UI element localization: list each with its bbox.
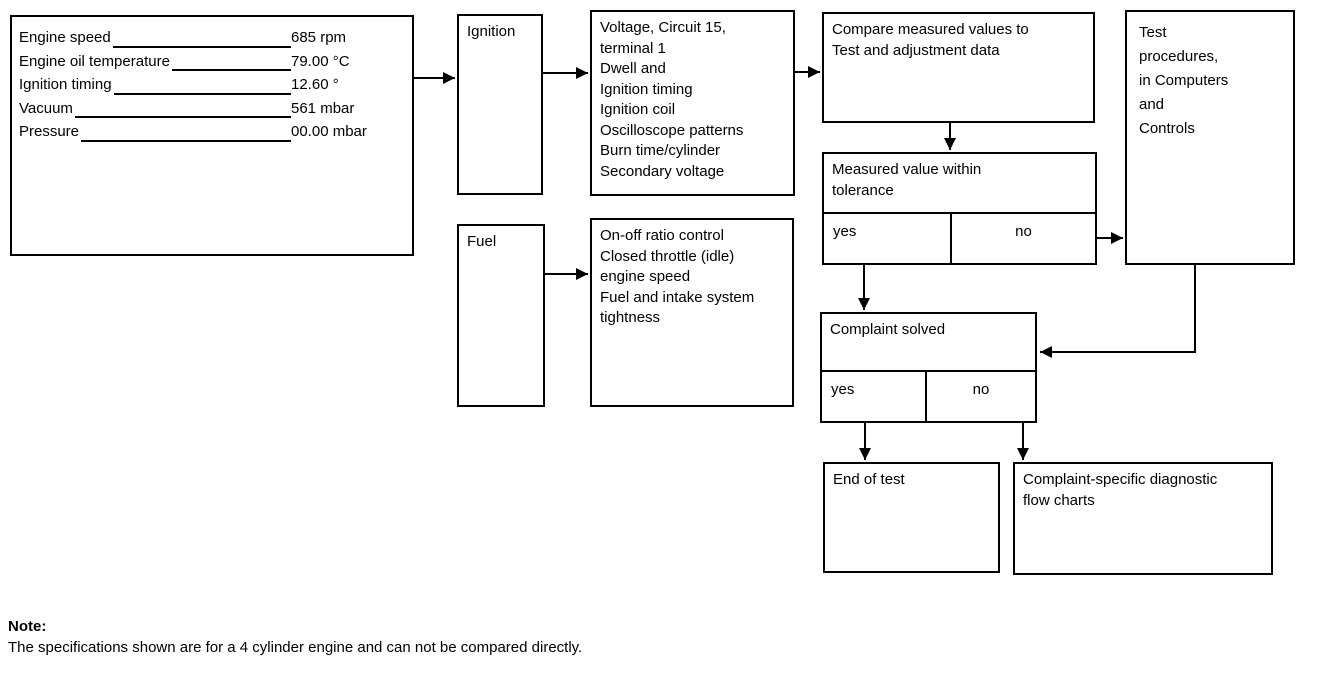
measured-no-cell: no bbox=[1015, 223, 1032, 240]
spec-label: Ignition timing bbox=[19, 76, 112, 93]
spec-value: 79.00 °C bbox=[291, 52, 350, 70]
spec-fill-line bbox=[81, 120, 291, 142]
spec-value: 00.00 mbar bbox=[291, 123, 367, 140]
diagnostic-charts-node: Complaint-specific diagnostic flow chart… bbox=[1013, 462, 1273, 575]
note-title: Note: bbox=[8, 618, 47, 635]
note-section: Note: The specifications shown are for a… bbox=[8, 616, 582, 658]
spec-label: Engine oil temperature bbox=[19, 52, 170, 70]
arrow-test-procedures-to-complaint bbox=[1040, 265, 1196, 358]
fuel-node-label: Fuel bbox=[467, 233, 497, 250]
complaint-solved-question: Complaint solved bbox=[830, 321, 946, 338]
ignition-node-label: Ignition bbox=[467, 23, 516, 40]
complaint-solved-options: yes no bbox=[822, 370, 1035, 421]
compare-values-node: Compare measured values to Test and adju… bbox=[822, 12, 1095, 123]
spec-fill-line bbox=[113, 73, 291, 95]
spec-row-ignition-timing: Ignition timing 12.60 ° bbox=[19, 73, 412, 97]
fuel-node: Fuel bbox=[457, 224, 545, 407]
fuel-checks-node: On-off ratio control Closed throttle (id… bbox=[590, 218, 794, 407]
measured-value-question: Measured value within tolerance bbox=[832, 161, 982, 199]
ignition-checks-node: Voltage, Circuit 15, terminal 1 Dwell an… bbox=[590, 10, 795, 196]
measured-value-options: yes no bbox=[824, 212, 1095, 263]
measured-yes-cell: yes bbox=[824, 214, 952, 263]
spec-fill-line bbox=[171, 50, 291, 71]
spec-row-vacuum: Vacuum 561 mbar bbox=[19, 97, 412, 121]
complaint-yes-cell: yes bbox=[822, 372, 927, 421]
spec-value: 561 mbar bbox=[291, 99, 355, 117]
spec-label: Pressure bbox=[19, 123, 80, 140]
engine-specs-box: Engine speed 685 rpm Engine oil temperat… bbox=[10, 15, 414, 256]
spec-fill-line bbox=[74, 97, 291, 118]
test-procedures-node: Test procedures, in Computers and Contro… bbox=[1125, 10, 1295, 265]
spec-label: Engine speed bbox=[19, 29, 111, 46]
spec-row-engine-speed: Engine speed 685 rpm bbox=[19, 26, 412, 50]
measured-value-decision: Measured value within tolerance yes no bbox=[822, 152, 1097, 265]
spec-label: Vacuum bbox=[19, 99, 73, 117]
spec-fill-line bbox=[112, 26, 291, 48]
spec-row-oil-temperature: Engine oil temperature 79.00 °C bbox=[19, 50, 412, 74]
note-text: The specifications shown are for a 4 cyl… bbox=[8, 639, 583, 656]
spec-value: 12.60 ° bbox=[291, 76, 339, 93]
spec-row-pressure: Pressure 00.00 mbar bbox=[19, 120, 412, 144]
complaint-no-cell: no bbox=[972, 381, 990, 398]
complaint-solved-decision: Complaint solved yes no bbox=[820, 312, 1037, 423]
end-of-test-node: End of test bbox=[823, 462, 1000, 573]
ignition-node: Ignition bbox=[457, 14, 543, 195]
spec-value: 685 rpm bbox=[291, 29, 347, 46]
